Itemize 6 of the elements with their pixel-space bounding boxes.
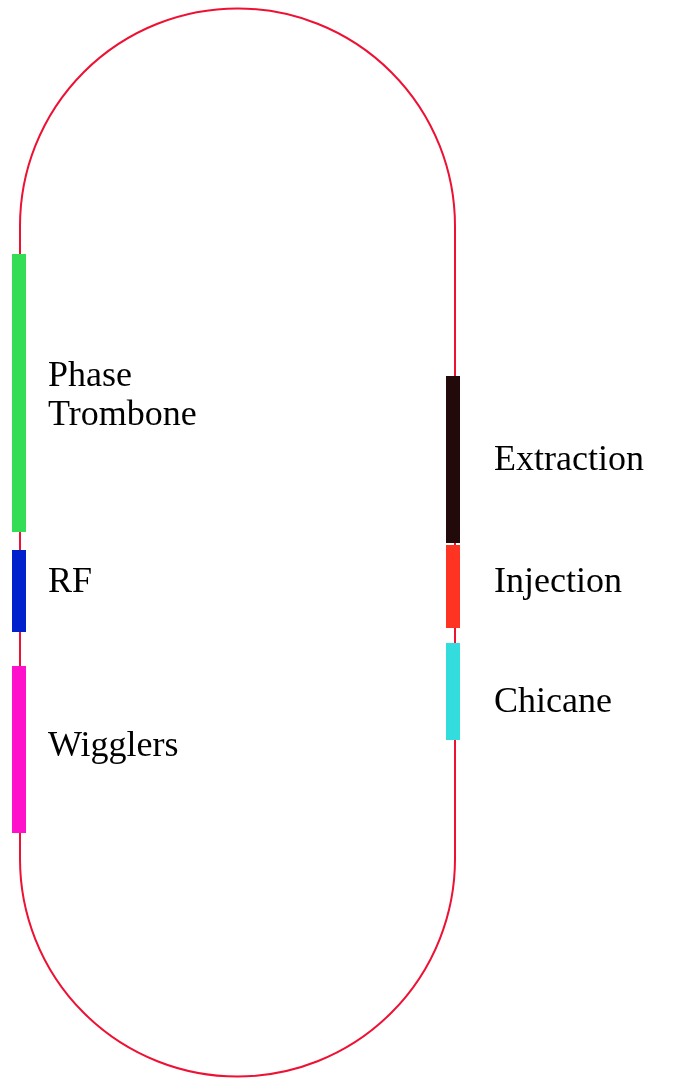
segment-label: Chicane	[494, 680, 613, 720]
segment-label: Extraction	[494, 438, 645, 478]
segment-label: Phase Trombone	[48, 355, 198, 433]
segment-label: Wigglers	[48, 724, 180, 764]
segment-label: Injection	[494, 560, 623, 600]
segment-label: RF	[48, 560, 94, 600]
